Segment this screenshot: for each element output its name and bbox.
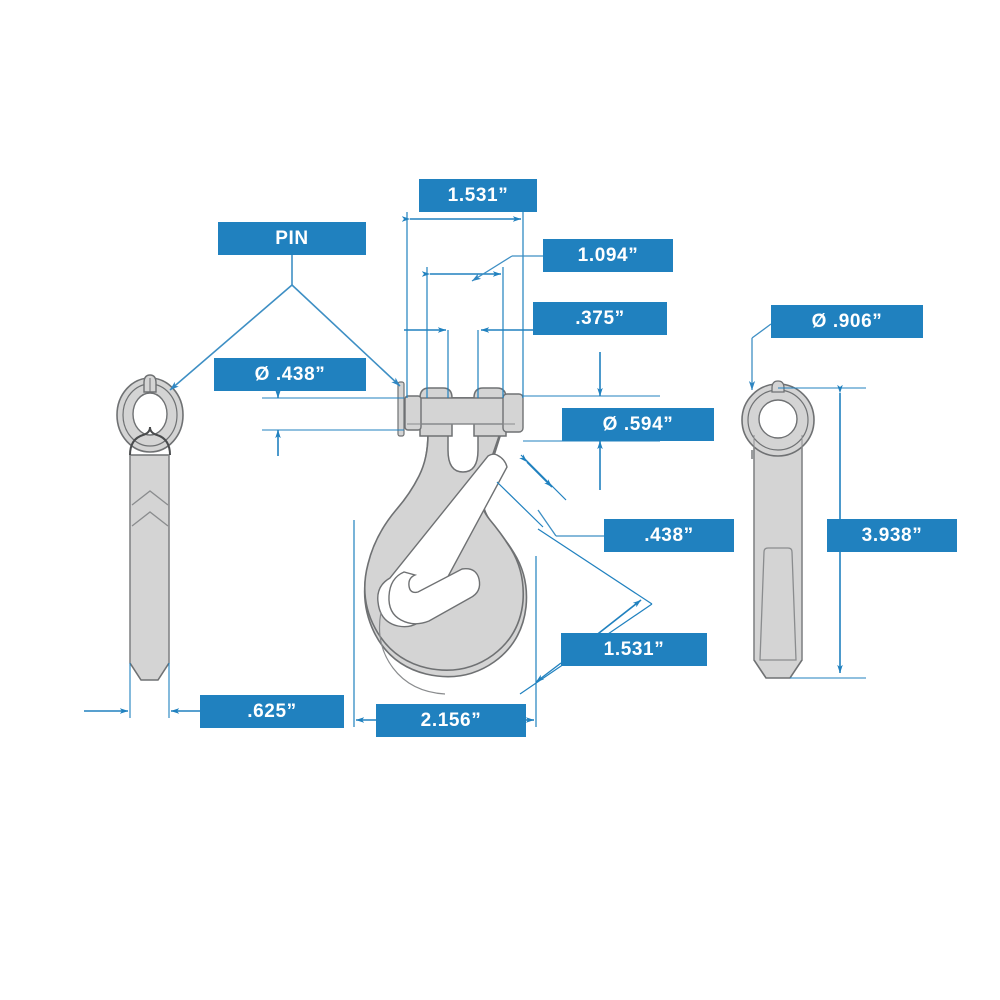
pin-detail-left: [116, 374, 184, 681]
callout-width-total[interactable]: 1.531”: [419, 179, 537, 212]
callout-jaw-gap[interactable]: .375”: [533, 302, 667, 335]
callout-overall-length[interactable]: 3.938”: [827, 519, 957, 552]
callout-pin-diameter-text: Ø .438”: [254, 364, 326, 385]
dimension-lines: [84, 212, 866, 727]
callout-hook-thickness[interactable]: .438”: [604, 519, 734, 552]
callout-overall-length-text: 3.938”: [861, 525, 923, 546]
callout-pin-width[interactable]: .625”: [200, 695, 344, 728]
callout-tip-dimension-text: 1.531”: [603, 639, 665, 660]
callout-throat-open[interactable]: 1.094”: [543, 239, 673, 272]
callout-eye-diameter-text: Ø .906”: [811, 311, 883, 332]
callout-width-total-text: 1.531”: [447, 185, 509, 206]
pin-detail-right: [741, 380, 815, 679]
callout-hook-thickness-text: .438”: [644, 525, 694, 546]
callout-eye-diameter[interactable]: Ø .906”: [771, 305, 923, 338]
callout-jaw-gap-text: .375”: [575, 308, 625, 329]
clevis-grab-hook: [363, 381, 528, 695]
callout-hook-width[interactable]: 2.156”: [376, 704, 526, 737]
callout-pin-diameter[interactable]: Ø .438”: [214, 358, 366, 391]
callout-pin-text: PIN: [275, 228, 309, 249]
callout-pin-width-text: .625”: [247, 701, 297, 722]
callout-body-diameter[interactable]: Ø .594”: [562, 408, 714, 441]
callout-throat-open-text: 1.094”: [577, 245, 639, 266]
callout-pin[interactable]: PIN: [218, 222, 366, 255]
callout-tip-dimension[interactable]: 1.531”: [561, 633, 707, 666]
callout-hook-width-text: 2.156”: [420, 710, 482, 731]
callout-body-diameter-text: Ø .594”: [602, 414, 674, 435]
